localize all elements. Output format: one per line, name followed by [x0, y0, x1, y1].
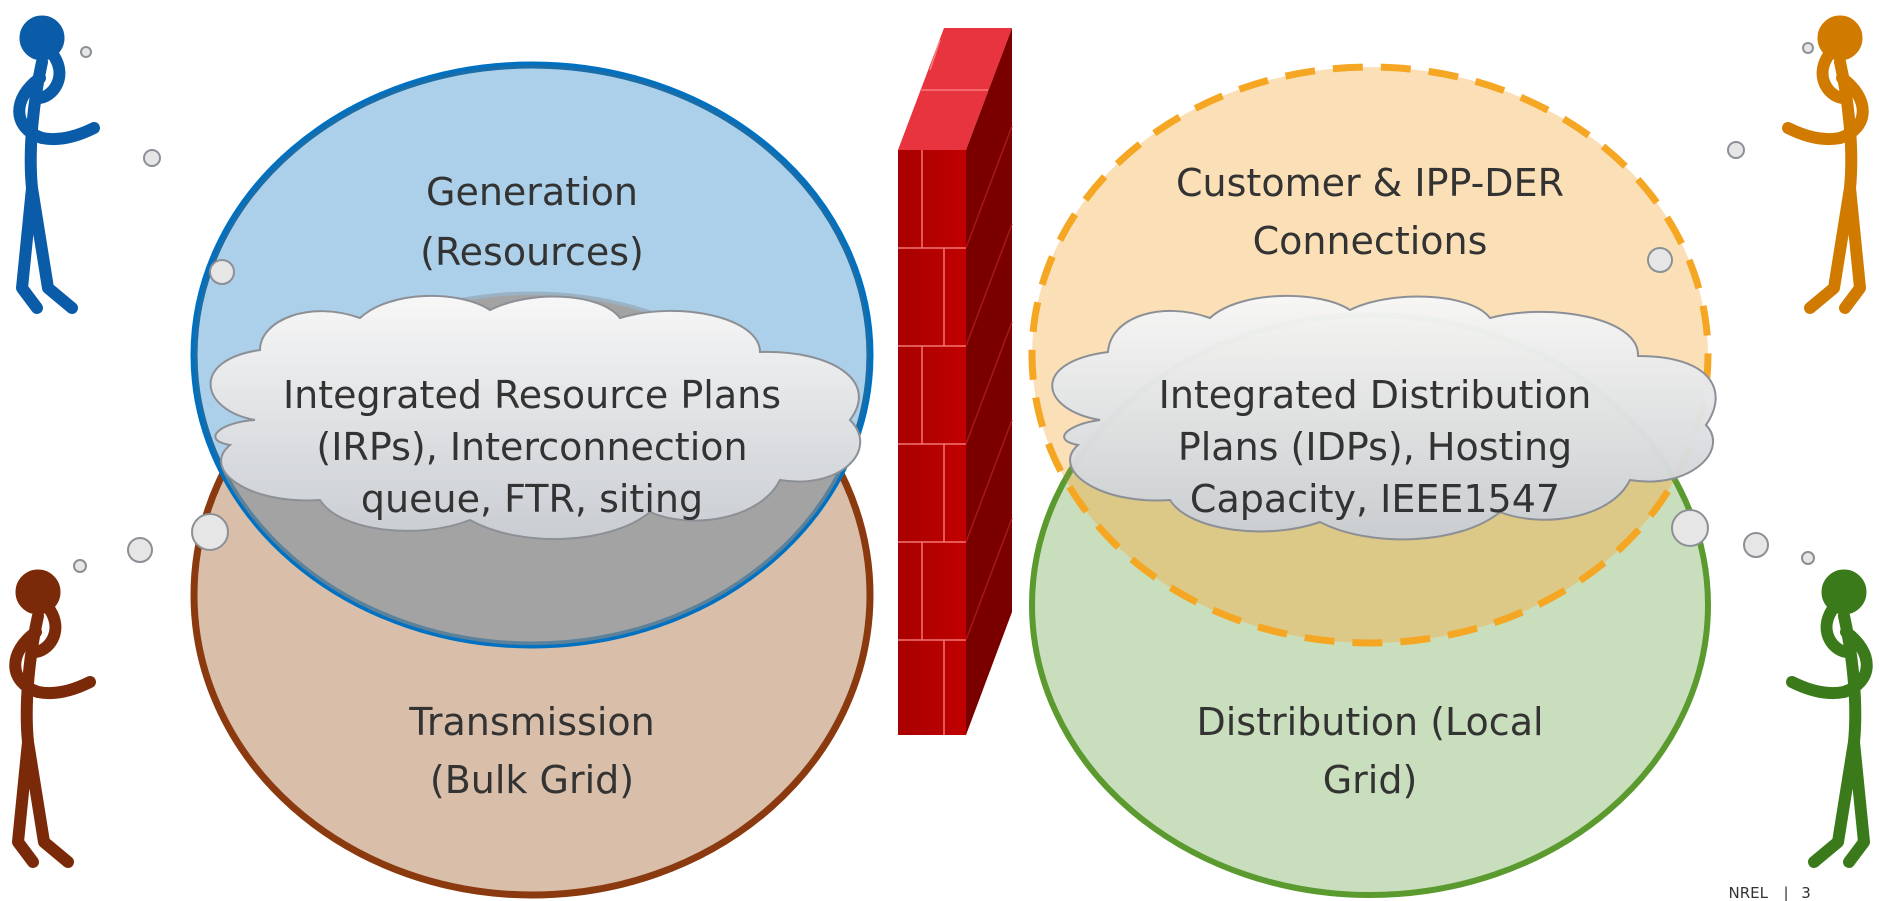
footer-page: 3 — [1801, 884, 1811, 901]
thought-cloud-icon: Integrated Resource Plans (IRPs), Interc… — [209, 294, 862, 541]
thinking-person-icon — [1792, 570, 1867, 862]
customer-circle-outline — [1028, 63, 1712, 647]
right-cloud-line2: Plans (IDPs), Hosting — [1178, 425, 1572, 469]
left-cloud-line2: (IRPs), Interconnection — [316, 425, 747, 469]
brick-wall-icon — [898, 28, 1013, 735]
footer-org: NREL — [1729, 884, 1769, 901]
distribution-label-line1: Distribution (Local — [1196, 700, 1543, 744]
distribution-label-line2: Grid) — [1323, 758, 1418, 802]
right-cloud-line3: Capacity, IEEE1547 — [1190, 477, 1560, 521]
thinking-person-icon — [19, 16, 94, 308]
transmission-label-line2: (Bulk Grid) — [430, 758, 634, 802]
customer-label-line2: Connections — [1253, 219, 1488, 263]
generation-label-line1: Generation — [426, 170, 638, 214]
right-group: Customer & IPP-DER Connections Distribut… — [1028, 42, 1815, 898]
thinking-person-icon — [1788, 16, 1863, 308]
transmission-label-line1: Transmission — [408, 700, 654, 744]
right-cloud-line1: Integrated Distribution — [1159, 373, 1592, 417]
left-cloud-line1: Integrated Resource Plans — [283, 373, 781, 417]
footer-separator: | — [1783, 884, 1788, 901]
left-group: Generation (Resources) Transmission (Bul… — [73, 46, 874, 899]
customer-label-line1: Customer & IPP-DER — [1176, 161, 1564, 205]
left-cloud-line3: queue, FTR, siting — [361, 477, 703, 521]
thought-cloud-icon: Integrated Distribution Plans (IDPs), Ho… — [1051, 294, 1717, 541]
thinking-person-icon — [15, 570, 90, 862]
generation-label-line2: (Resources) — [420, 230, 644, 274]
